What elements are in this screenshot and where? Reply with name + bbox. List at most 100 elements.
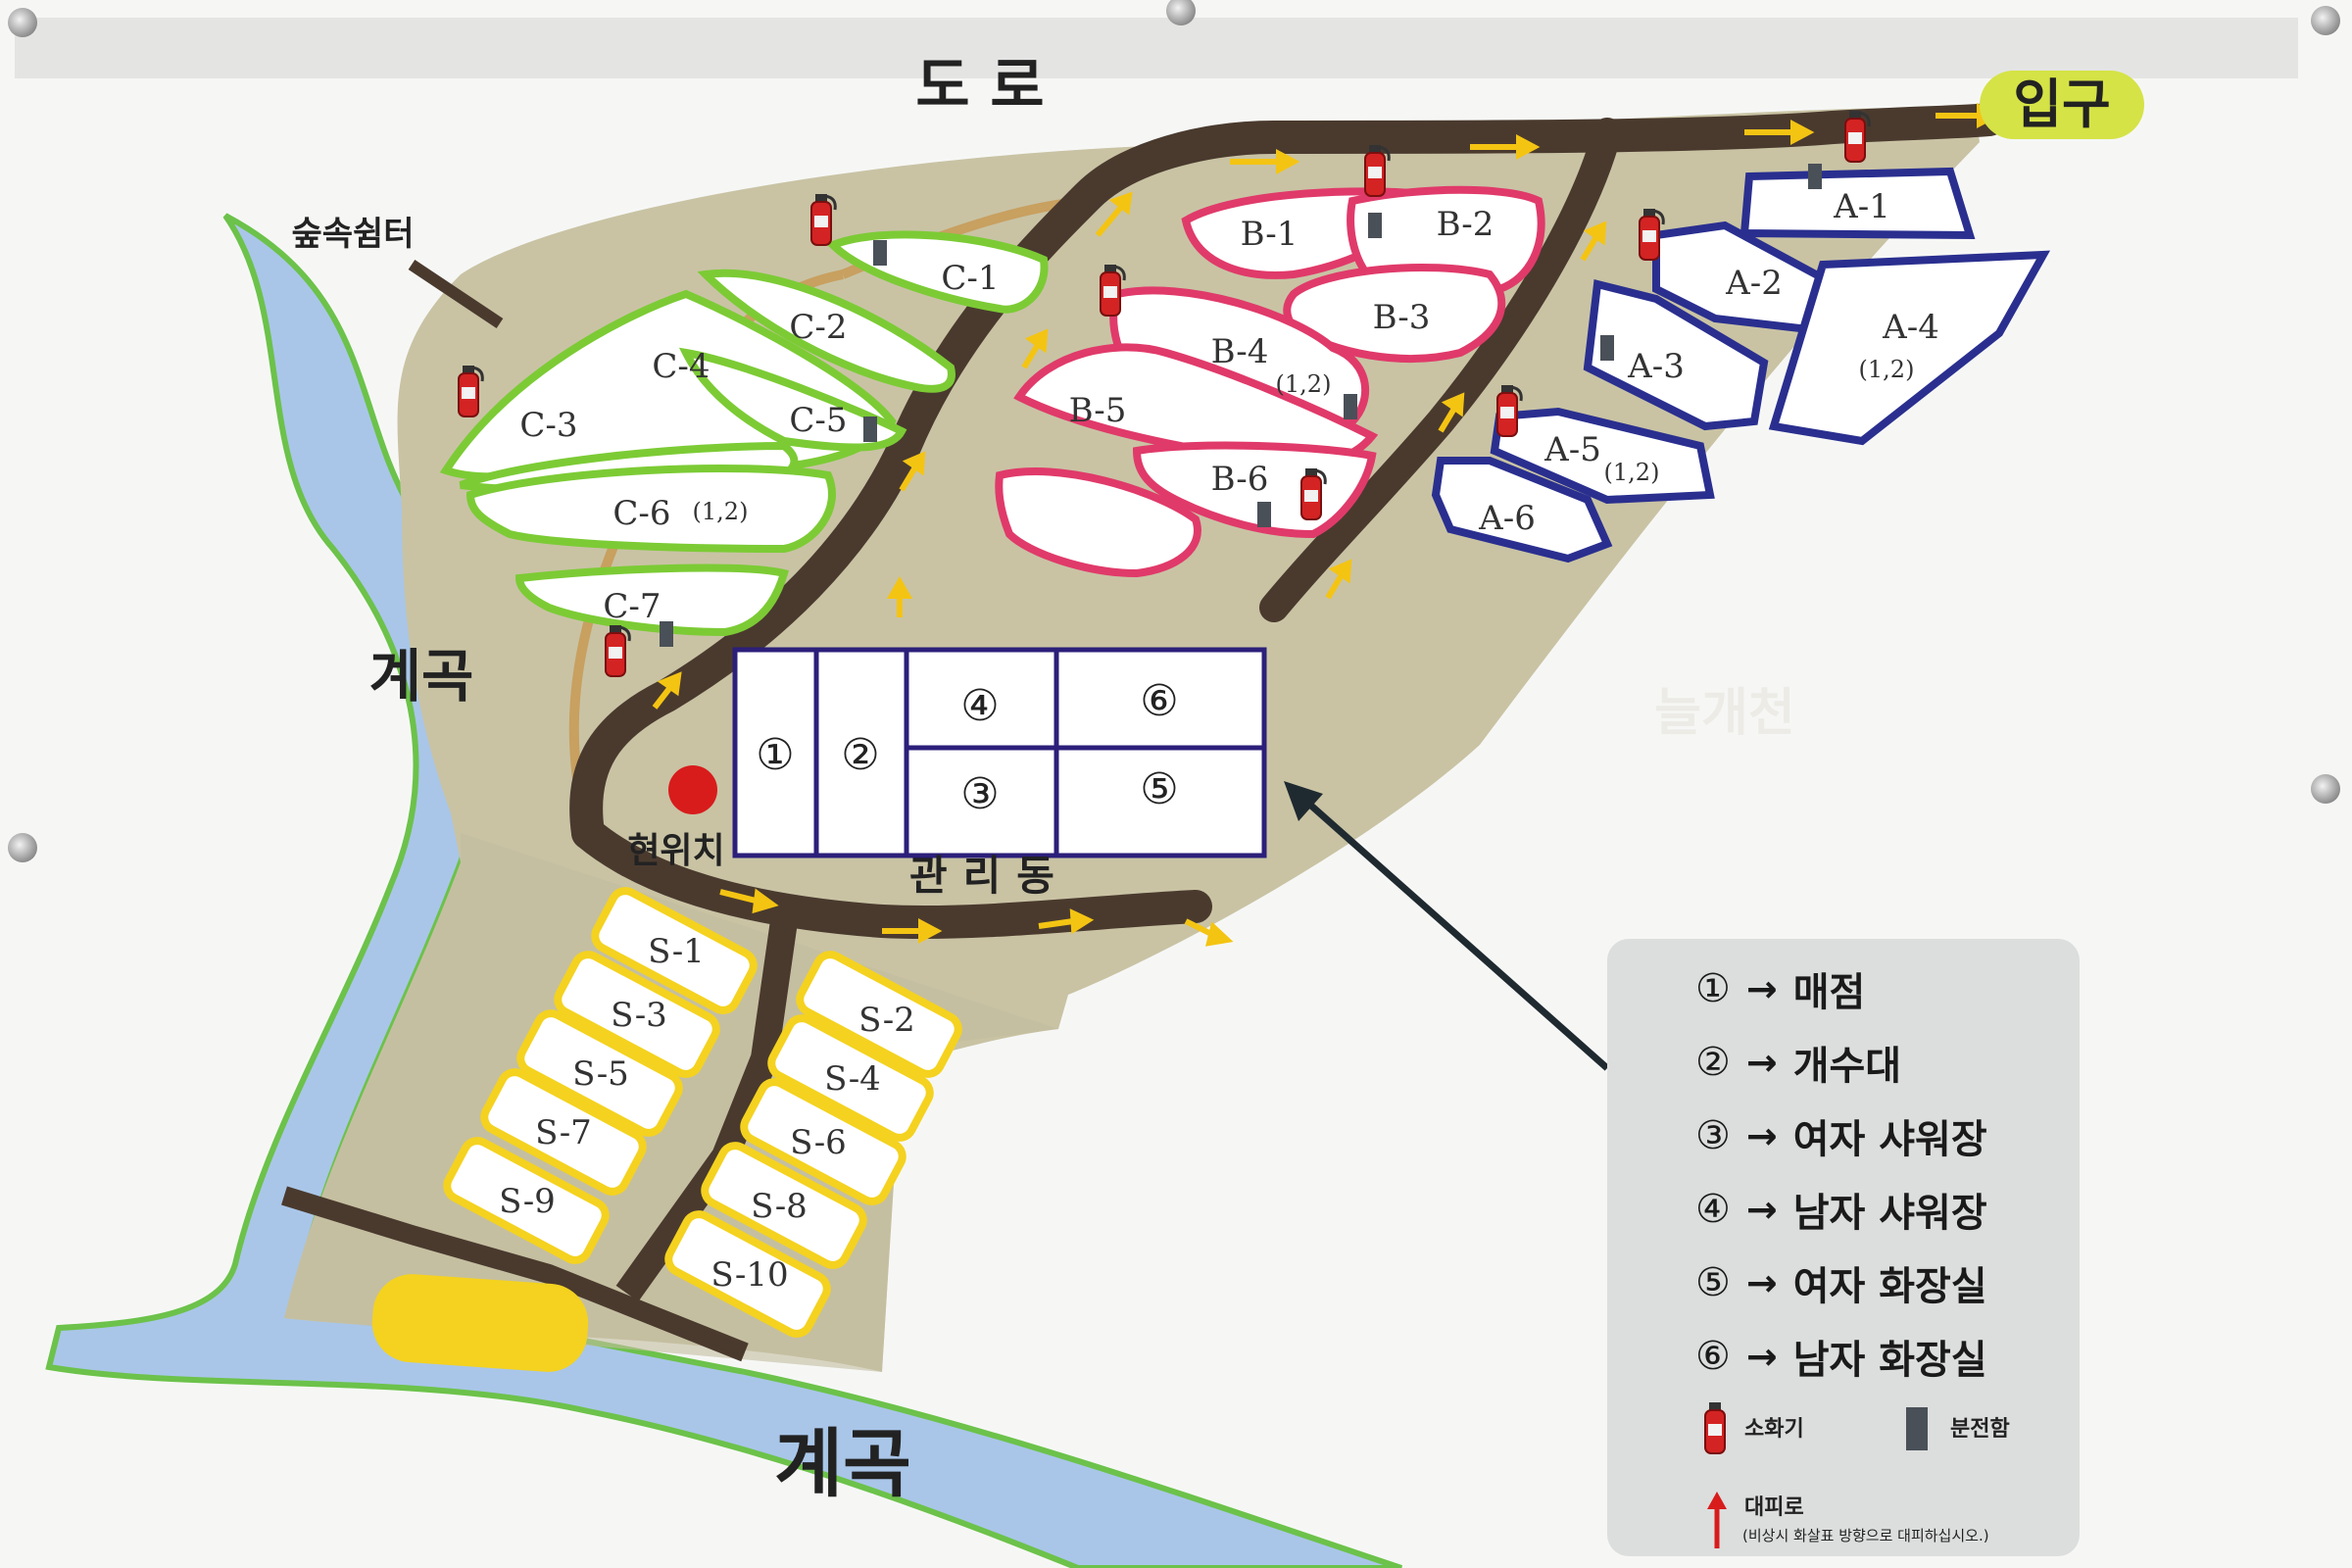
site-s8-label: S-8 bbox=[751, 1187, 808, 1226]
site-s5-label: S-5 bbox=[572, 1054, 629, 1094]
site-b4-label: B-4 bbox=[1211, 332, 1269, 371]
legend-arrow: → bbox=[1745, 1114, 1778, 1157]
legend-item-number: ⑥ bbox=[1695, 1334, 1731, 1379]
site-c1-label: C-1 bbox=[941, 259, 999, 298]
management-label: 관리동 bbox=[909, 852, 1070, 900]
zone-a bbox=[1431, 167, 2051, 564]
site-a5[interactable] bbox=[1490, 407, 1715, 505]
site-a6[interactable] bbox=[1431, 457, 1613, 564]
forest-rest-label: 숲속쉼터 bbox=[291, 215, 414, 254]
building-cell-5: ⑤ bbox=[1140, 764, 1178, 814]
site-s3[interactable] bbox=[553, 950, 720, 1079]
site-a4-note: (1,2) bbox=[1859, 356, 1915, 383]
lower-path bbox=[571, 816, 1212, 939]
stream-left-label: 계곡 bbox=[369, 643, 474, 710]
electric-panel-icon bbox=[660, 621, 673, 647]
legend-item-4: ④ → 남자 샤워장 bbox=[1695, 1181, 1987, 1238]
zone-c bbox=[439, 230, 1049, 637]
site-c2[interactable] bbox=[697, 269, 956, 393]
mounting-screw bbox=[2311, 774, 2340, 804]
legend-item-number: ① bbox=[1695, 966, 1731, 1011]
site-s4[interactable] bbox=[766, 1013, 934, 1143]
site-s6-label: S-6 bbox=[790, 1123, 847, 1162]
electric-panel-icon bbox=[1368, 213, 1382, 238]
legend-pointer-arrow bbox=[1300, 796, 1610, 1071]
site-c5[interactable] bbox=[678, 347, 907, 452]
building-cell-3: ③ bbox=[960, 769, 999, 819]
site-s7[interactable] bbox=[479, 1067, 647, 1197]
legend-item-number: ③ bbox=[1695, 1113, 1731, 1158]
site-c5-label: C-5 bbox=[789, 401, 847, 440]
building-cell-1: ① bbox=[756, 730, 794, 780]
electric-panel-icon bbox=[863, 416, 877, 442]
evacuation-arrows bbox=[652, 103, 2001, 947]
site-b3-label: B-3 bbox=[1373, 298, 1431, 337]
site-a4[interactable] bbox=[1768, 250, 2051, 446]
mounting-screw bbox=[8, 833, 37, 862]
fire-extinguisher-icon bbox=[1704, 1402, 1726, 1454]
s-zone-path bbox=[615, 919, 798, 1302]
site-s10[interactable] bbox=[663, 1209, 831, 1339]
site-a2-label: A-2 bbox=[1725, 264, 1783, 303]
site-b-unnumbered[interactable] bbox=[995, 467, 1201, 578]
site-s5[interactable] bbox=[515, 1008, 683, 1138]
current-location-label: 현위치 bbox=[627, 831, 724, 871]
site-s7-label: S-7 bbox=[535, 1113, 592, 1152]
electric-panel-icon bbox=[1344, 394, 1357, 419]
site-a3[interactable] bbox=[1583, 279, 1769, 431]
site-s9-label: S-9 bbox=[499, 1182, 556, 1221]
legend-item-label: 여자 화장실 bbox=[1792, 1264, 1987, 1309]
electric-panel-icon bbox=[1257, 502, 1271, 527]
site-c6[interactable] bbox=[466, 464, 836, 554]
site-s2[interactable] bbox=[795, 950, 962, 1079]
site-s8[interactable] bbox=[700, 1141, 867, 1270]
site-s4-label: S-4 bbox=[824, 1059, 881, 1099]
building-cell-6: ⑥ bbox=[1140, 676, 1178, 726]
site-b5[interactable] bbox=[1013, 343, 1379, 468]
s-zone-yellow-area bbox=[371, 1274, 589, 1372]
a-zone-path bbox=[1259, 118, 1622, 622]
site-a5-note: (1,2) bbox=[1604, 459, 1660, 486]
legend-item-number: ⑤ bbox=[1695, 1260, 1731, 1305]
entrance-label: 입구 bbox=[2013, 74, 2110, 135]
site-b1-label: B-1 bbox=[1241, 215, 1298, 254]
site-c6-note: (1,2) bbox=[693, 498, 749, 525]
site-b2-label: B-2 bbox=[1437, 205, 1494, 244]
site-s1-label: S-1 bbox=[648, 932, 705, 971]
site-s6[interactable] bbox=[739, 1077, 906, 1206]
site-s9[interactable] bbox=[442, 1136, 610, 1265]
legend-panel-label: 분전함 bbox=[1950, 1417, 2010, 1442]
legend-evacuation-note: (비상시 화살표 방향으로 대피하십시오.) bbox=[1742, 1527, 1989, 1544]
legend-item-3: ③ → 여자 샤워장 bbox=[1695, 1107, 1987, 1164]
site-a1[interactable] bbox=[1740, 167, 1976, 240]
site-a1-label: A-1 bbox=[1833, 187, 1890, 226]
s-zone-lower-path bbox=[281, 1186, 749, 1362]
legend-arrow: → bbox=[1745, 1261, 1778, 1304]
site-s1[interactable] bbox=[590, 886, 758, 1015]
site-c4-label: C-4 bbox=[652, 347, 710, 386]
site-c7-label: C-7 bbox=[603, 587, 661, 626]
management-building[interactable] bbox=[732, 647, 1267, 858]
legend-item-label: 개수대 bbox=[1792, 1044, 1902, 1089]
faded-label: 늘개천 bbox=[1654, 684, 1795, 743]
site-b6-label: B-6 bbox=[1211, 460, 1269, 499]
site-a5-label: A-5 bbox=[1544, 430, 1601, 469]
site-b5-label: B-5 bbox=[1069, 391, 1127, 430]
road-label: 도 로 bbox=[915, 52, 1044, 121]
legend-arrow: → bbox=[1745, 1335, 1778, 1378]
site-a6-label: A-6 bbox=[1478, 499, 1536, 538]
building-cell-4: ④ bbox=[960, 681, 999, 731]
site-c7[interactable] bbox=[514, 564, 789, 637]
site-s2-label: S-2 bbox=[858, 1001, 915, 1040]
legend-item-5: ⑤ → 여자 화장실 bbox=[1695, 1254, 1987, 1311]
current-location-marker bbox=[668, 765, 717, 814]
legend-item-number: ② bbox=[1695, 1040, 1731, 1085]
site-c3-label: C-3 bbox=[519, 406, 577, 445]
site-s10-label: S-10 bbox=[710, 1255, 788, 1295]
building-cell-2: ② bbox=[841, 730, 879, 780]
site-b4-note: (1,2) bbox=[1276, 370, 1332, 398]
site-s3-label: S-3 bbox=[611, 996, 667, 1035]
legend-arrow: → bbox=[1745, 1188, 1778, 1231]
